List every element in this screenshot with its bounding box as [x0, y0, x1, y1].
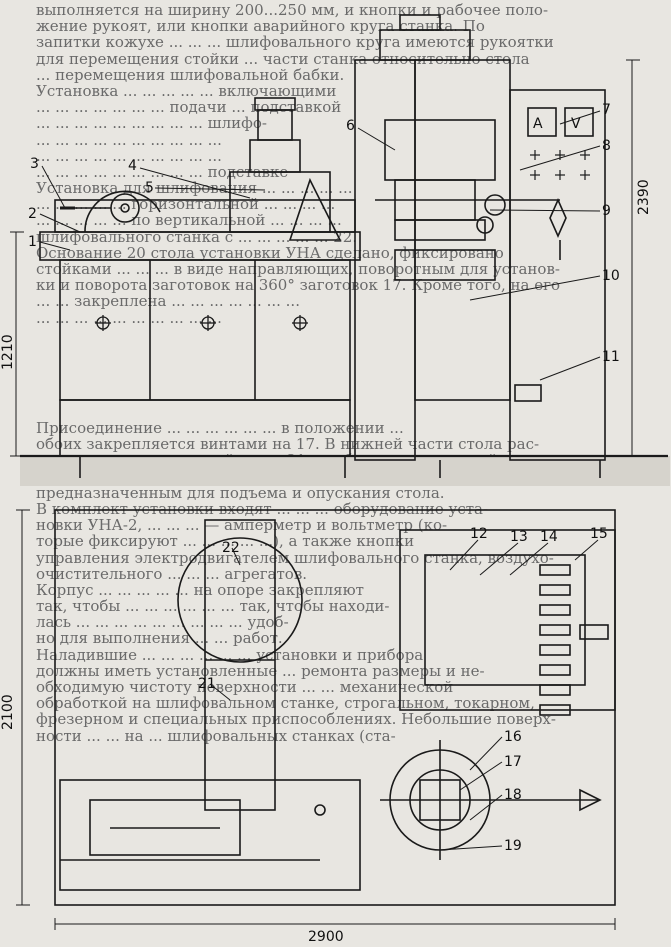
callout-22: 22 — [222, 540, 240, 556]
text-line: выполняется на ширину 200...250 мм, и кн… — [36, 2, 549, 19]
dim-2100: 2100 — [0, 694, 16, 730]
text-line: новки УНА-2, ... ... ... — амперметр и в… — [36, 517, 448, 534]
text-line: обоих закрепляется винтами на 17. В нижн… — [36, 436, 540, 453]
text-line: ки и поворота заготовок на 360° заготово… — [36, 277, 560, 294]
callout-18: 18 — [504, 787, 522, 803]
callout-12: 12 — [470, 526, 488, 542]
text-line: ... ... ... ... ... ... ... подачи ... п… — [36, 99, 342, 116]
callout-21: 21 — [198, 676, 216, 692]
text-line: очистительного ... ... ... агрегатов. — [36, 565, 308, 582]
callout-7: 7 — [602, 102, 611, 118]
callout-2: 2 — [28, 206, 37, 222]
callouts-lower: 12 13 14 15 16 17 18 19 21 22 — [198, 526, 608, 854]
callout-15: 15 — [590, 526, 608, 542]
dim-2900: 2900 — [308, 929, 344, 945]
text-line: запитки кожухе ... ... ... шлифовального… — [36, 34, 554, 51]
background-text-upper: выполняется на ширину 200...250 мм, и кн… — [36, 2, 661, 326]
text-line: должны иметь установленные ... ремонта р… — [36, 662, 485, 679]
callout-13: 13 — [510, 529, 528, 545]
callout-14: 14 — [540, 529, 558, 545]
text-line: Корпус ... ... ... ... ... на опоре закр… — [36, 581, 364, 599]
text-line: для перемещения стойки ... части станка … — [36, 50, 530, 67]
text-line: предназначенным для подъема и опускания … — [36, 484, 445, 501]
text-line: стойками ... ... ... в виде направляющих… — [36, 261, 560, 278]
callout-16: 16 — [504, 729, 522, 745]
text-line: но для выполнения ... ... работ. — [36, 630, 283, 647]
text-line: Присоединение ... ... ... ... ... ... в … — [36, 420, 404, 437]
meter-label-a: A — [533, 116, 543, 132]
text-line: ... ... ... ... ... по вертикальной ... … — [36, 212, 342, 229]
callout-11: 11 — [602, 349, 620, 365]
text-line: ... ... закреплена ... ... ... ... ... .… — [36, 293, 300, 310]
meter-label-v: V — [571, 116, 581, 132]
callout-9: 9 — [602, 203, 611, 219]
text-line: ... ... ... ... ... ... ... ... ... ... — [36, 147, 222, 164]
callout-5: 5 — [145, 180, 154, 196]
callout-10: 10 — [602, 268, 620, 284]
text-line: обработкой на шлифовальном станке, строг… — [36, 695, 535, 712]
text-line: жение рукоят, или кнопки аварийного круг… — [36, 18, 485, 35]
lower-figure — [16, 509, 616, 930]
text-line: ... перемещения шлифовальной бабки. — [36, 66, 345, 83]
text-line: лась ... ... ... ... ... ... ... ... ...… — [36, 614, 289, 631]
text-line: обходимую чистоту поверхности ... ... ме… — [36, 679, 454, 696]
text-line: ... ... ... ... ... ... ... ... ... ... — [36, 309, 222, 326]
text-line: Основание 20 стола установки УНА сделано… — [36, 244, 504, 261]
text-line: ... ... ... ... ... ... ... ... ... подс… — [36, 163, 289, 181]
callout-19: 19 — [504, 838, 522, 854]
dimension-labels: 2390 1210 2100 2900 — [0, 179, 652, 945]
callout-8: 8 — [602, 138, 611, 154]
callout-17: 17 — [504, 754, 522, 770]
text-line: В комплект установки входят ... ... ... … — [36, 500, 489, 518]
callout-1: 1 — [28, 234, 37, 250]
dim-2390: 2390 — [636, 179, 652, 215]
callout-6: 6 — [346, 118, 355, 134]
text-line: торые фиксируют ... ... ... ... ...), а … — [36, 533, 415, 550]
text-line: ности ... ... на ... шлифовальных станка… — [36, 727, 396, 744]
text-line: ... ... ... ... ... ... ... ... ... ... — [36, 131, 222, 148]
callouts-upper: 1 2 3 4 5 6 7 8 9 10 11 A V — [28, 102, 620, 365]
dim-1210: 1210 — [0, 334, 16, 370]
text-line: фрезерном и специальных приспособлениях.… — [36, 711, 556, 728]
callout-3: 3 — [30, 156, 39, 172]
upper-figure — [10, 14, 670, 486]
callout-4: 4 — [128, 158, 137, 174]
text-line: ... ... ... ... ... ... ... ... ... шлиф… — [36, 115, 267, 132]
text-line: Наладившие ... ... ... ... ... ... устан… — [36, 646, 424, 663]
text-line: Установка ... ... ... ... ... включающим… — [36, 82, 337, 100]
